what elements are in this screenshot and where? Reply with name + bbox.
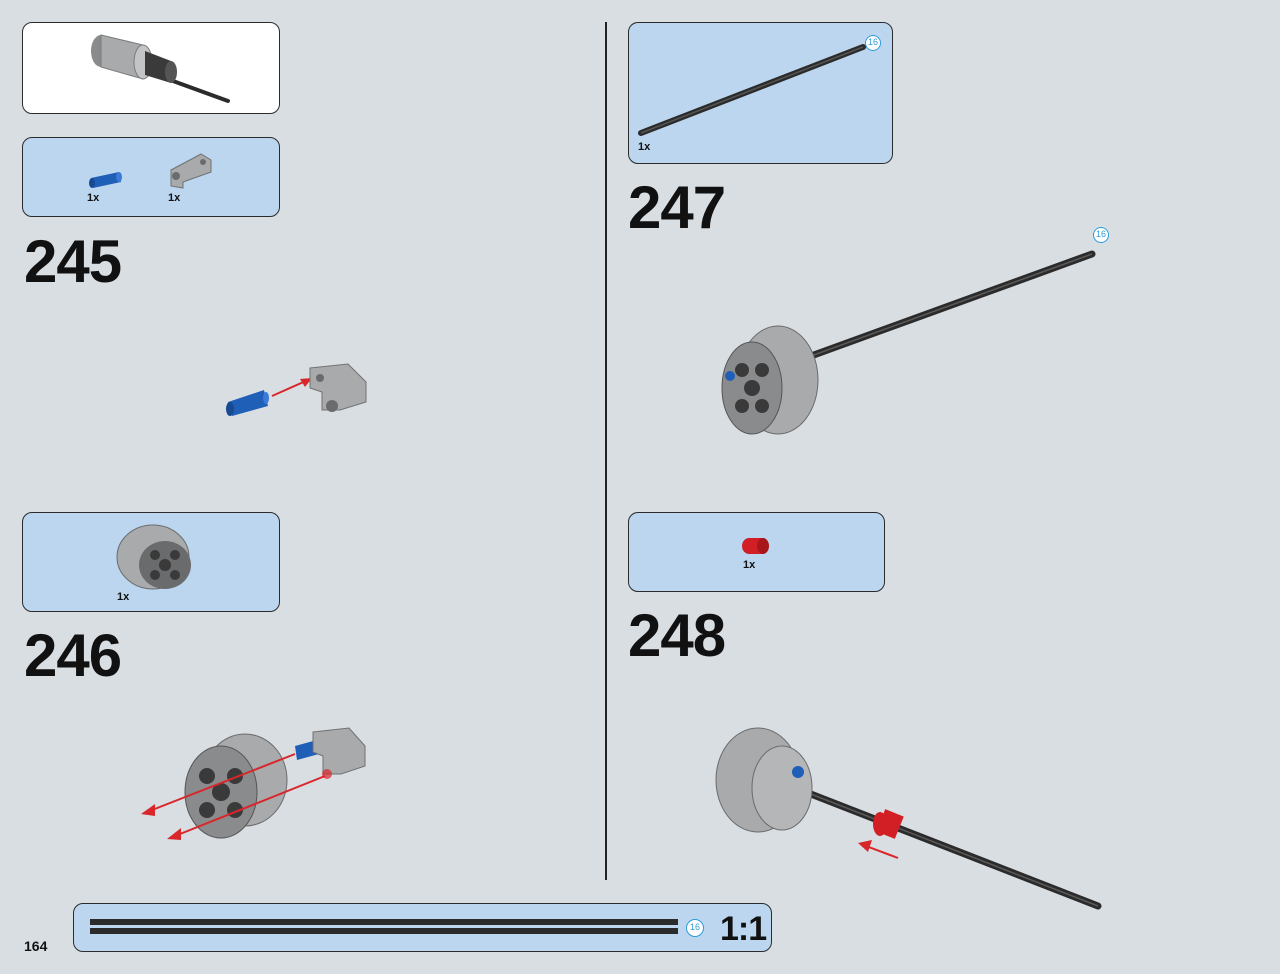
column-divider (605, 22, 607, 880)
step-246-parts-callout: 1x (22, 512, 280, 612)
axle-length-badge: 16 (865, 35, 881, 51)
step-245-illustration (226, 363, 367, 416)
subassembly-callout (22, 22, 280, 114)
red-bush-icon (742, 538, 769, 554)
part-qty-axle: 1x (638, 141, 651, 153)
subassembly-illustration (91, 34, 230, 103)
part-qty-blue-pin: 1x (87, 192, 100, 204)
step-number-245: 245 (24, 228, 122, 295)
step-248-parts-callout: 1x (628, 512, 885, 592)
scale-length-badge: 16 (686, 919, 704, 937)
part-qty-red-bush: 1x (743, 559, 756, 571)
blue-axle-pin-icon (89, 172, 122, 188)
length-scale-bar: 16 (73, 903, 772, 952)
part-qty-wheel-hub: 1x (117, 591, 130, 603)
step-246-illustration (141, 727, 366, 840)
step-number-247: 247 (628, 174, 726, 241)
gray-wheel-hub-icon (116, 524, 191, 590)
step-248-illustration (715, 727, 1102, 910)
scale-ratio: 1:1 (720, 910, 767, 948)
step-number-248: 248 (628, 602, 726, 669)
step-247-parts-callout: 16 1x (628, 22, 893, 164)
part-qty-gray-connector: 1x (168, 192, 181, 204)
model-length-badge: 16 (1093, 227, 1109, 243)
gray-beam-connector-icon (170, 153, 212, 189)
axle-scale-line (90, 919, 678, 925)
black-axle-icon (638, 44, 866, 136)
axle-scale-line-2 (90, 928, 678, 934)
step-245-parts-callout: 1x 1x (22, 137, 280, 217)
step-247-illustration (721, 250, 1096, 435)
step-number-246: 246 (24, 622, 122, 689)
page-number: 164 (24, 938, 48, 954)
